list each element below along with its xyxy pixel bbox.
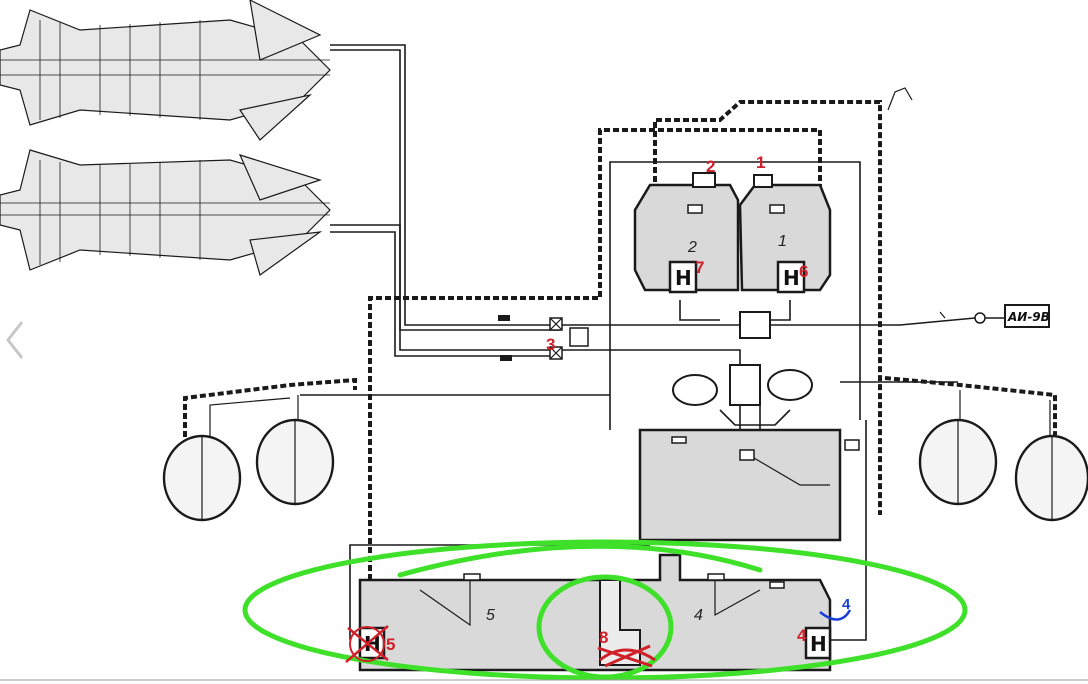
apu-tag-label: АИ-9В <box>1007 310 1050 324</box>
red-label-4: 4 <box>797 626 807 645</box>
tank-2: 2 Н <box>633 172 740 294</box>
valve-block <box>498 300 976 435</box>
engine-top <box>0 0 331 141</box>
vent-line-main <box>368 128 822 580</box>
tank-5-number: 5 <box>486 607 495 624</box>
red-cross-mark-8 <box>597 644 656 668</box>
sphere-tank-right-1 <box>918 390 998 506</box>
green-annotation-small-circle <box>536 574 674 680</box>
blue-arrow <box>819 609 852 621</box>
sphere-tank-left-1 <box>162 397 291 522</box>
red-label-1: 1 <box>756 153 765 172</box>
red-circle-mark-pump-5 <box>349 626 385 662</box>
vent-line-upper <box>653 100 882 515</box>
tank-top-line <box>609 161 861 430</box>
engine-bottom-feed-line <box>330 224 560 351</box>
red-label-8: 8 <box>599 628 608 647</box>
engine-bottom <box>0 149 331 276</box>
engine-top-feed-line-inner <box>330 49 560 331</box>
vent-cap <box>887 87 913 111</box>
red-label-2: 2 <box>706 157 715 176</box>
consumable-tank <box>638 428 860 542</box>
red-label-7: 7 <box>695 258 704 277</box>
engine-top-feed-line <box>330 44 560 326</box>
tank-1-number: 1 <box>778 233 787 250</box>
blue-label: 4 <box>842 596 851 613</box>
right-vertical-line <box>830 420 867 641</box>
tank-2-pump-letter: Н <box>675 266 692 290</box>
tank-1: 1 Н <box>738 174 832 294</box>
tank-2-number: 2 <box>687 239 697 256</box>
tank-4-number: 4 <box>694 607 703 624</box>
red-label-5: 5 <box>386 635 395 654</box>
chevron-left-icon[interactable] <box>6 321 24 359</box>
red-label-3: 3 <box>546 335 555 354</box>
sphere-tank-left-2 <box>255 395 335 506</box>
sphere-tank-right-2 <box>1014 400 1088 522</box>
tank-1-pump-letter: Н <box>783 266 800 290</box>
vent-line-left <box>183 377 357 455</box>
red-label-6: 6 <box>799 262 808 281</box>
engine-bottom-feed-line-inner <box>330 231 560 357</box>
green-annotation-arc <box>397 543 763 578</box>
apu-connection: АИ-9В <box>939 304 1050 328</box>
tank-4-pump-letter: Н <box>810 632 827 656</box>
